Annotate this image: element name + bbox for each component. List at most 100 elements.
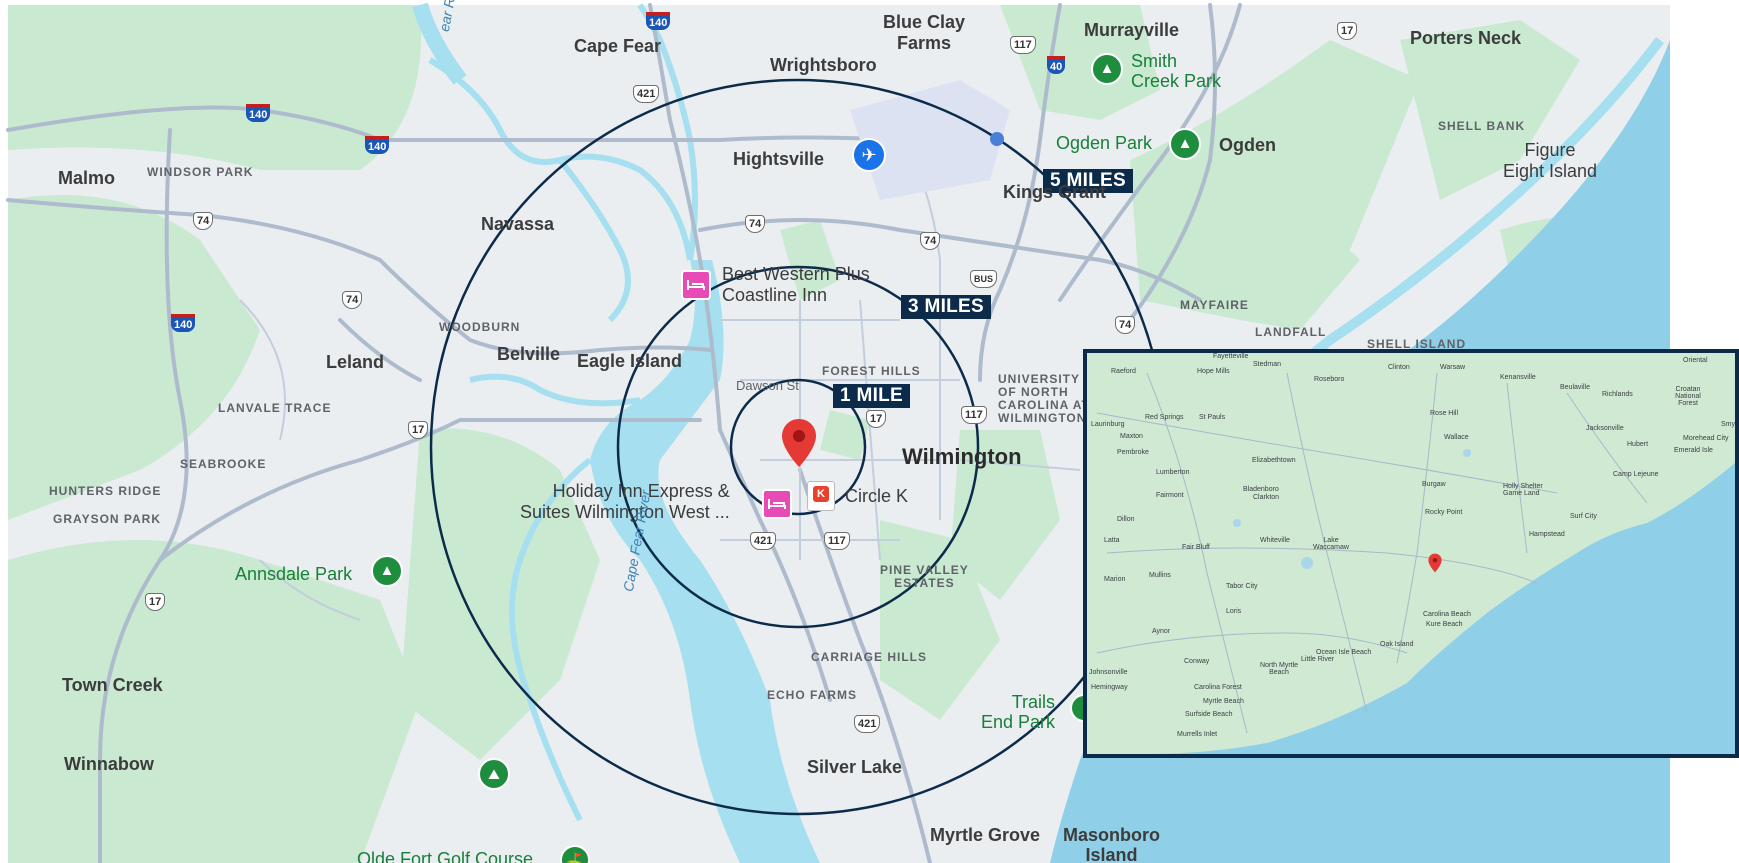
place-trails-end-line2: End Park (981, 712, 1056, 732)
place-shell-island[interactable]: SHELL ISLAND (1367, 337, 1467, 351)
inset-place: Fair Bluff (1182, 544, 1210, 551)
inset-place: Rocky Point (1425, 509, 1463, 516)
us-route-shield: 74 (745, 215, 766, 233)
inset-place: Carolina Beach (1423, 611, 1471, 618)
inset-place: Bladenboro (1243, 486, 1279, 493)
place-town-creek[interactable]: Town Creek (62, 675, 163, 695)
park-tree-icon[interactable]: ▲ (1091, 53, 1123, 85)
place-mayfaire[interactable]: MAYFAIRE (1180, 298, 1249, 312)
place-smith-creek-line1: Smith (1131, 51, 1178, 71)
river-top (412, 2, 467, 85)
inset-place: Surfside Beach (1185, 711, 1233, 718)
place-malmo[interactable]: Malmo (58, 168, 116, 188)
place-figure-eight-line2: Eight Island (1503, 161, 1598, 181)
inset-place: Little River (1301, 656, 1335, 663)
ring-label-5-miles: 5 MILES (1043, 169, 1134, 193)
location-pin-icon[interactable] (781, 418, 817, 468)
inset-place: Morehead City (1683, 435, 1729, 442)
place-murrayville[interactable]: Murrayville (1084, 20, 1180, 40)
place-hunters-ridge[interactable]: HUNTERS RIDGE (49, 484, 162, 498)
place-seabrooke[interactable]: SEABROOKE (180, 457, 267, 471)
place-uncw-line3: CAROLINA AT (998, 398, 1090, 412)
place-forest-hills[interactable]: FOREST HILLS (822, 364, 921, 378)
best-western-label[interactable]: Best Western Plus Coastline Inn (722, 264, 870, 306)
place-pine-valley-line2: ESTATES (894, 576, 955, 590)
place-winnabow[interactable]: Winnabow (64, 754, 154, 774)
inset-place: Richlands (1602, 391, 1633, 398)
place-grayson-park[interactable]: GRAYSON PARK (53, 512, 162, 526)
street-dawson-st[interactable]: Dawson St (736, 378, 799, 393)
hiking-icon[interactable]: ⛰ (478, 758, 510, 790)
hotel-icon[interactable] (681, 270, 711, 300)
inset-place: Lake Waccamaw (1313, 537, 1349, 551)
place-lanvale-trace[interactable]: LANVALE TRACE (218, 401, 332, 415)
inset-place: Croatan National Forest (1675, 386, 1701, 407)
inset-place: Mullins (1149, 572, 1171, 579)
place-trails-end-park[interactable]: Trails End Park (981, 692, 1055, 732)
inset-place: Clinton (1388, 364, 1410, 371)
place-uncw[interactable]: UNIVERSITY OF NORTH CAROLINA AT WILMINGT… (998, 373, 1090, 425)
us-route-shield: 117 (961, 406, 987, 424)
place-uncw-line4: WILMINGTON (998, 411, 1087, 425)
inset-place: Oak Island (1380, 641, 1414, 648)
place-hightsville[interactable]: Hightsville (733, 149, 825, 169)
place-eagle-island[interactable]: Eagle Island (577, 351, 683, 371)
place-blue-clay-line1: Blue Clay (883, 12, 966, 32)
place-ogden-park[interactable]: Ogden Park (1056, 133, 1153, 153)
inset-place: Aynor (1152, 628, 1171, 635)
holiday-inn-label[interactable]: Holiday Inn Express & Suites Wilmington … (520, 481, 730, 523)
place-smith-creek-park[interactable]: Smith Creek Park (1131, 51, 1221, 91)
inset-place: Holly Shelter Game Land (1503, 483, 1543, 497)
place-porters-neck[interactable]: Porters Neck (1410, 28, 1522, 48)
inset-place: Elizabethtown (1252, 457, 1296, 464)
park-tree-icon[interactable]: ▲ (371, 555, 403, 587)
inset-regional-map[interactable]: Raeford Hope Mills Stedman Roseboro Clin… (1083, 349, 1739, 758)
circle-k-icon[interactable]: K (807, 481, 835, 511)
place-annsdale-park[interactable]: Annsdale Park (235, 564, 353, 584)
place-wrightsboro[interactable]: Wrightsboro (770, 55, 877, 75)
inset-place: Jacksonville (1586, 425, 1624, 432)
place-carriage-hills[interactable]: CARRIAGE HILLS (811, 650, 927, 664)
park-tree-icon[interactable]: ▲ (1169, 128, 1201, 160)
place-kings-grant[interactable]: Kings Grant (1003, 182, 1107, 202)
inset-place: Marion (1104, 576, 1126, 583)
us-route-shield: 421 (854, 715, 881, 733)
airport-icon[interactable]: ✈ (852, 138, 886, 172)
inset-place: Roseboro (1314, 376, 1345, 383)
inset-place: Dillon (1117, 516, 1135, 523)
inset-place: Pembroke (1117, 449, 1149, 456)
golf-icon[interactable]: ⛳ (560, 845, 590, 863)
place-figure-eight-island[interactable]: Figure Eight Island (1503, 140, 1597, 182)
place-pine-valley-estates[interactable]: PINE VALLEY ESTATES (880, 564, 969, 590)
inset-place: Whiteville (1260, 537, 1290, 544)
inset-place: Camp Lejeune (1613, 471, 1659, 478)
place-silver-lake[interactable]: Silver Lake (807, 757, 903, 777)
place-wilmington[interactable]: Wilmington (902, 444, 1022, 469)
inset-place: Red Springs (1145, 414, 1184, 421)
place-shell-bank[interactable]: SHELL BANK (1438, 119, 1526, 133)
us-route-shield: 74 (193, 212, 214, 230)
place-echo-farms[interactable]: ECHO FARMS (767, 688, 858, 702)
holiday-inn-line1: Holiday Inn Express & (552, 481, 730, 501)
inset-place: Hope Mills (1197, 368, 1230, 375)
place-navassa[interactable]: Navassa (481, 214, 555, 234)
place-blue-clay-farms[interactable]: Blue Clay Farms (883, 12, 965, 54)
place-masonboro-line1: Masonboro (1063, 825, 1160, 845)
place-woodburn[interactable]: WOODBURN (439, 320, 521, 334)
interstate-shield: 40 (1047, 56, 1066, 74)
inset-place: Warsaw (1440, 364, 1466, 371)
place-olde-fort-golf-course[interactable]: Olde Fort Golf Course (357, 849, 534, 863)
place-cape-fear[interactable]: Cape Fear (574, 36, 662, 56)
place-landfall[interactable]: LANDFALL (1255, 325, 1327, 339)
circle-k-label[interactable]: Circle K (845, 486, 909, 506)
interstate-shield: 140 (171, 314, 196, 332)
place-belville[interactable]: Belville (497, 344, 561, 364)
place-ogden[interactable]: Ogden (1219, 135, 1276, 155)
us-route-shield: 17 (1337, 22, 1358, 40)
place-leland[interactable]: Leland (326, 352, 385, 372)
place-windsor-park[interactable]: WINDSOR PARK (147, 165, 254, 179)
place-myrtle-grove[interactable]: Myrtle Grove (930, 825, 1041, 845)
hotel-icon[interactable] (762, 489, 792, 519)
place-masonboro-island[interactable]: Masonboro Island (1063, 825, 1160, 863)
